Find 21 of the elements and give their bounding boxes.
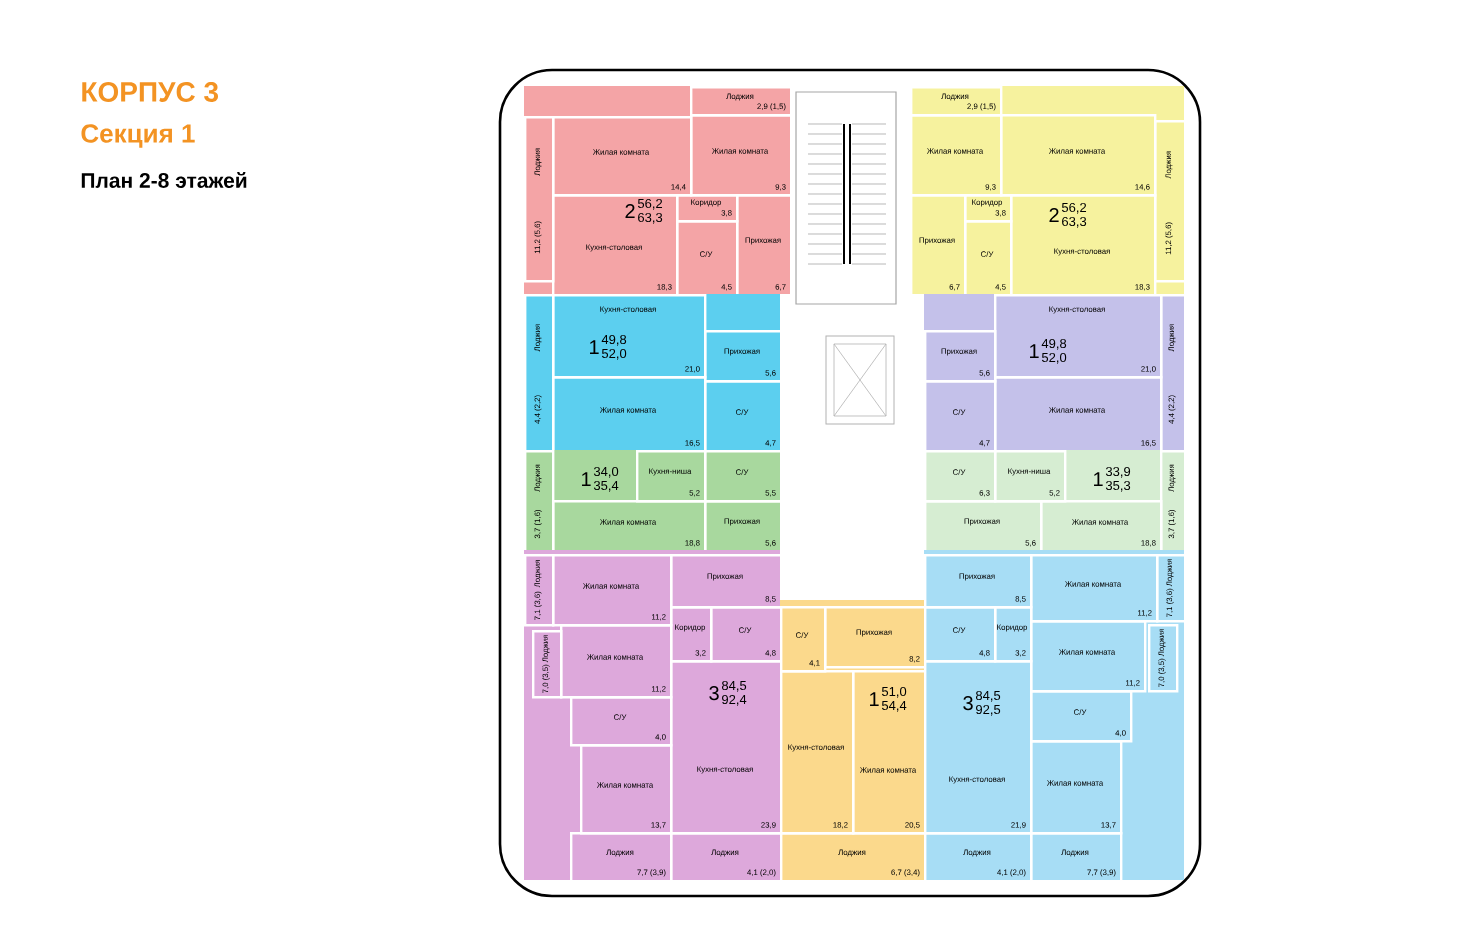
room-count: 2 xyxy=(1049,208,1059,222)
title: КОРПУС 3 xyxy=(82,82,218,102)
room-count: 1 xyxy=(590,340,599,354)
room-count: 2 xyxy=(625,204,635,218)
room-count: 1 xyxy=(1094,472,1103,486)
room-count: 3 xyxy=(709,686,719,701)
room-count: 1 xyxy=(1030,344,1039,358)
room-count: 3 xyxy=(963,696,973,711)
apartment-area xyxy=(524,450,780,550)
apartment-area xyxy=(924,294,1184,450)
apartment-area xyxy=(524,86,790,294)
apartment-area xyxy=(910,86,1184,294)
apartment-area xyxy=(924,450,1184,550)
apartment-area xyxy=(524,294,780,450)
room-count: 1 xyxy=(870,692,879,706)
apartment-area xyxy=(780,600,924,880)
room-count: 1 xyxy=(582,472,591,486)
apartment-area xyxy=(524,550,780,880)
subtitle: План 2-8 этажей xyxy=(81,172,247,188)
apartment-area xyxy=(924,550,1184,880)
subtitle: Секция 1 xyxy=(81,124,195,148)
